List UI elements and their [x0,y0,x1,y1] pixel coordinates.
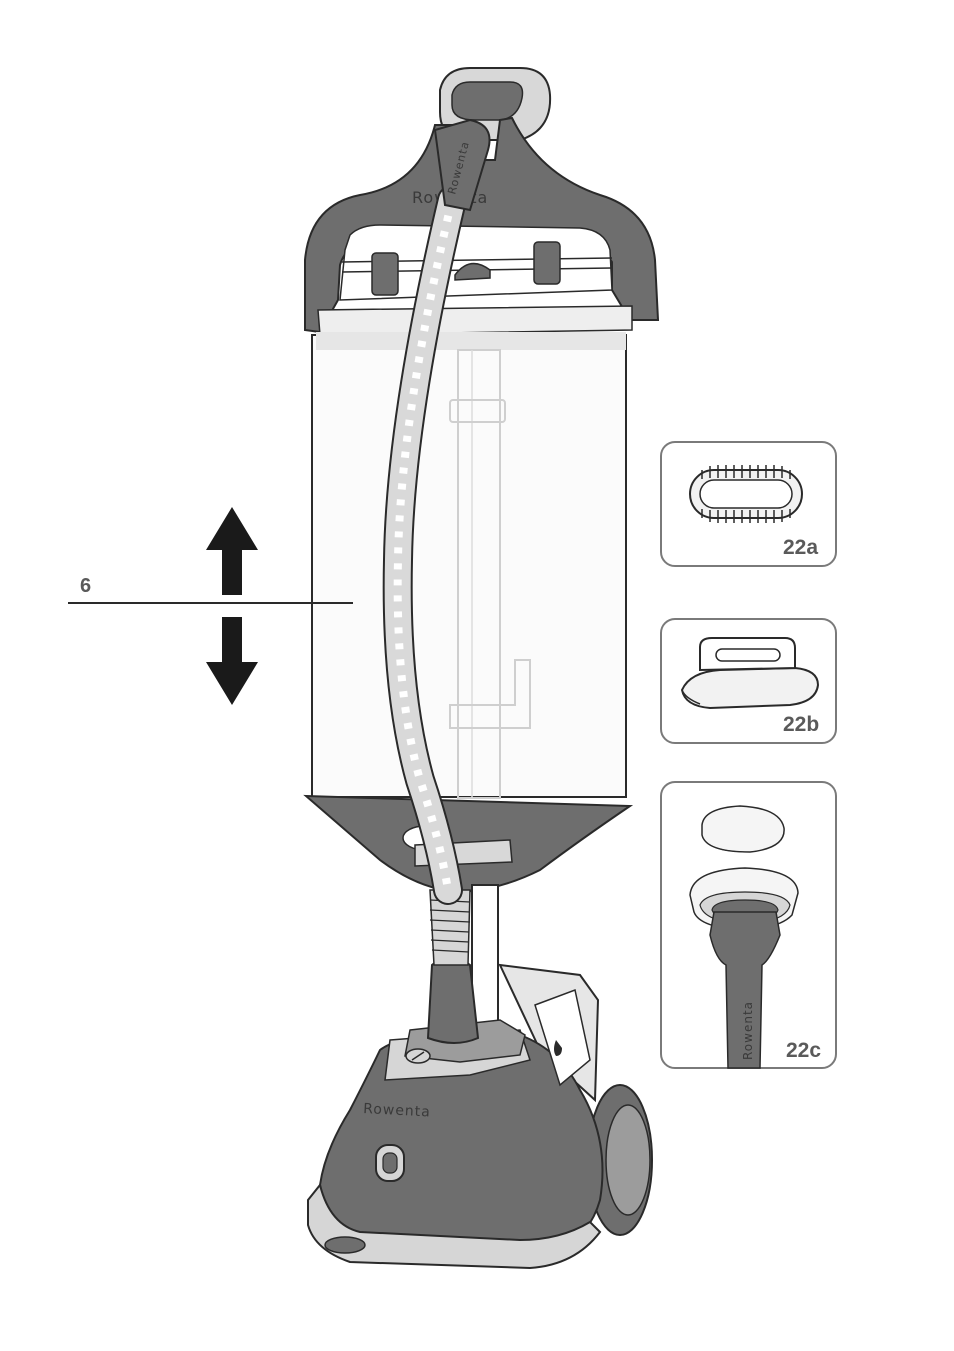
callout-label-22b: 22b [783,713,819,736]
hanger-clip-left [372,253,398,295]
accessory-panel-22c: Rowenta 22c [661,782,836,1068]
hanger-assembly: Rowenta [305,68,658,332]
brush-accessory [690,465,802,523]
hanger-clip-right [534,242,560,284]
arrow-up-icon [206,507,258,595]
callout-label-22a: 22a [783,536,818,559]
accessory-panel-22b: 22b [661,619,836,743]
arrow-down-icon [206,617,258,705]
brush-handle-brand-label: Rowenta [741,1001,755,1060]
fabric-pad-accessory [702,806,784,852]
callout-label-22c: 22c [786,1039,821,1062]
garment-board [306,306,632,892]
accessory-panel-22a: 22a [661,442,836,566]
callout-label-6: 6 [80,575,91,597]
height-adjust-callout: 6 [68,507,353,705]
